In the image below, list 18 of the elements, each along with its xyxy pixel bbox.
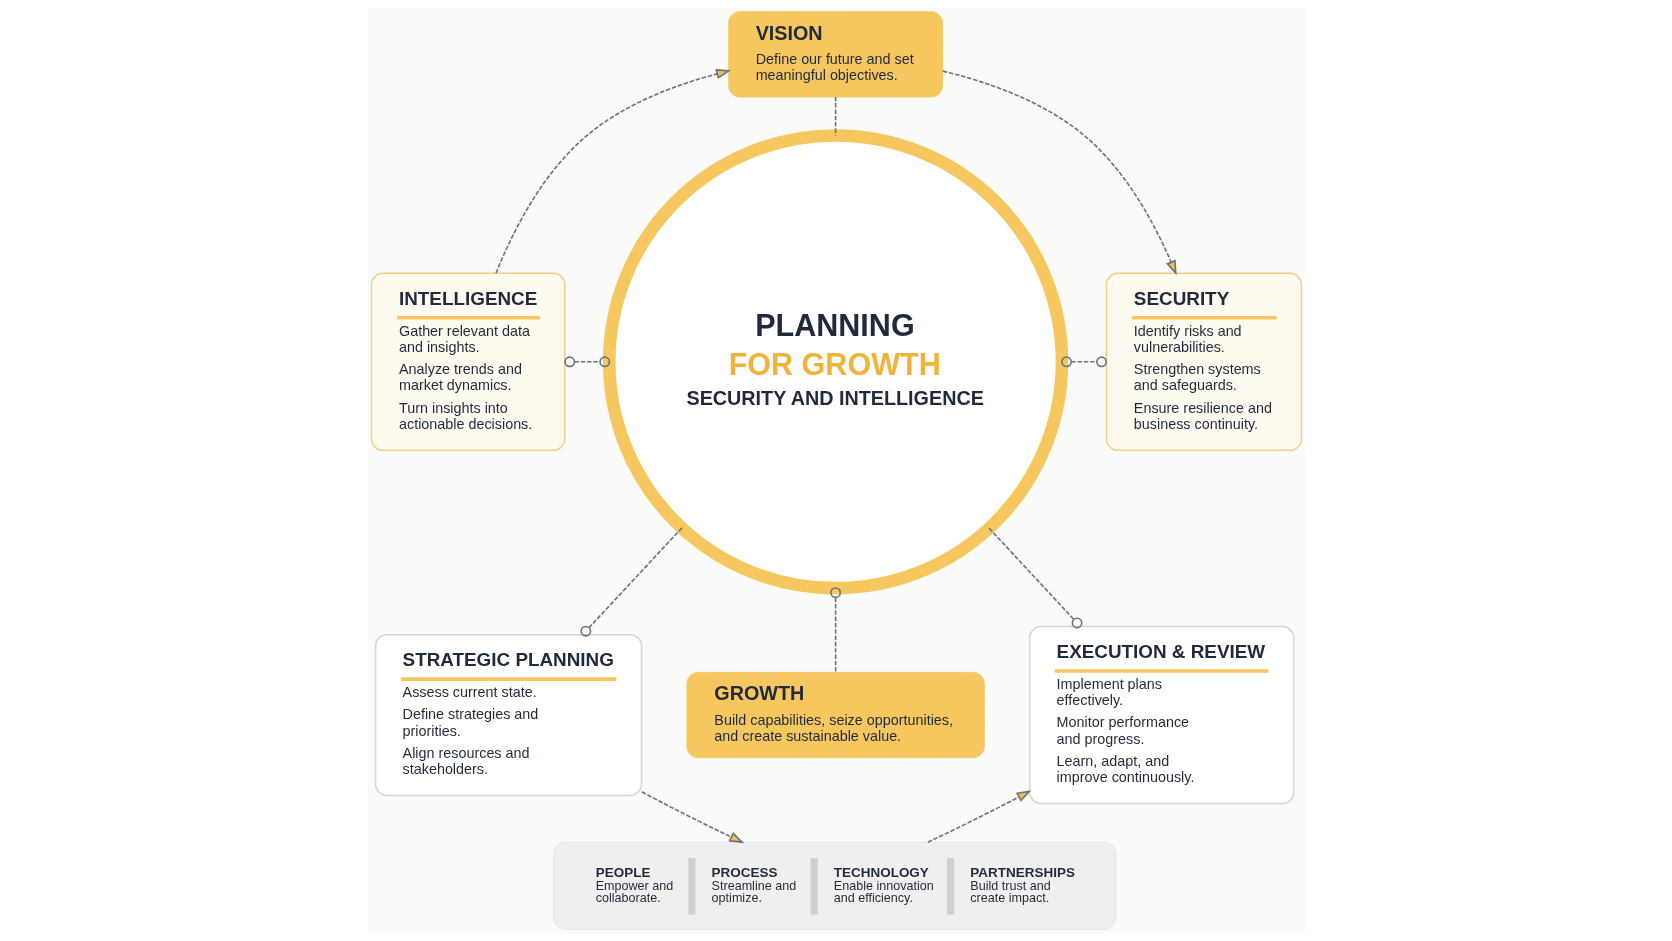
node-box: STRATEGIC PLANNING Assess current state. Define strategies and priorities. Align resources and stakeholders. — [374, 633, 642, 797]
connector — [987, 527, 1083, 629]
arrow — [494, 68, 731, 274]
connector — [579, 527, 683, 637]
connector — [829, 587, 841, 673]
connector — [563, 356, 610, 368]
connector — [834, 96, 836, 137]
connector — [1060, 356, 1107, 368]
node-box: EXECUTION & REVIEW Implement plans effectively. Monitor performance and progress. Learn, adapt, and improve continuously. — [1028, 625, 1294, 805]
arrow — [926, 790, 1032, 843]
node-box: GROWTH Build capabilities, seize opportunities, and create sustainable value. — [685, 671, 985, 759]
node-box: SECURITY Identify risks and vulnerabilities. Strengthen systems and safeguards. Ensure resilience and business continuity. — [1105, 272, 1302, 451]
node-box: VISION Define our future and set meaningful objectives. — [727, 11, 943, 98]
node-box: PEOPLE Empower and collaborate. PROCESS Streamline and optimize. TECHNOLOGY Enable innovation and efficiency. PARTNERSHIPS Build trust and create impact. — [552, 841, 1116, 930]
node-box: INTELLIGENCE Gather relevant data and insights. Analyze trends and market dynamics. Turn insights into actionable decisions. — [370, 272, 565, 451]
arrow — [941, 70, 1177, 276]
arrow — [640, 791, 744, 844]
node-circle: PLANNING FOR GROWTH SECURITY AND INTELLIGENCE — [602, 129, 1068, 595]
